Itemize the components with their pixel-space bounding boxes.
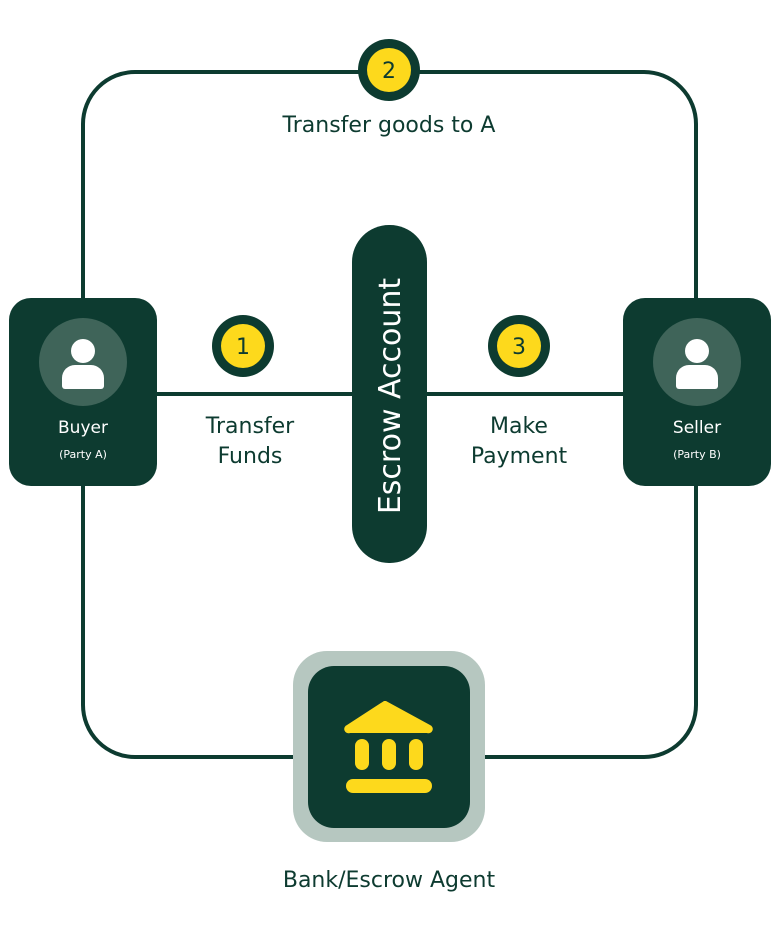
step-1-label-line-1: Transfer [205, 414, 295, 439]
step-2-badge: 2 [358, 39, 420, 101]
step-3-label-line-2: Payment [471, 444, 568, 469]
bank-card [293, 651, 485, 842]
bank-icon [344, 701, 433, 793]
escrow-account-pill: Escrow Account [352, 225, 427, 563]
escrow-account-label: Escrow Account [373, 278, 408, 515]
seller-title: Seller [673, 418, 721, 438]
seller-card: Seller (Party B) [623, 298, 771, 486]
seller-subtitle: (Party B) [673, 448, 721, 461]
step-3-number: 3 [512, 335, 526, 360]
step-1-badge: 1 [212, 315, 274, 377]
step-3-badge: 3 [488, 315, 550, 377]
step-2-number: 2 [382, 59, 396, 84]
step-1-label-line-2: Funds [218, 444, 283, 469]
step-1-number: 1 [236, 335, 250, 360]
buyer-subtitle: (Party A) [59, 448, 107, 461]
buyer-title: Buyer [58, 418, 108, 438]
bank-label: Bank/Escrow Agent [283, 868, 496, 893]
step-2-label: Transfer goods to A [282, 113, 496, 138]
step-3-label-line-1: Make [490, 414, 548, 439]
buyer-card: Buyer (Party A) [9, 298, 157, 486]
user-icon [62, 339, 104, 389]
user-icon [676, 339, 718, 389]
